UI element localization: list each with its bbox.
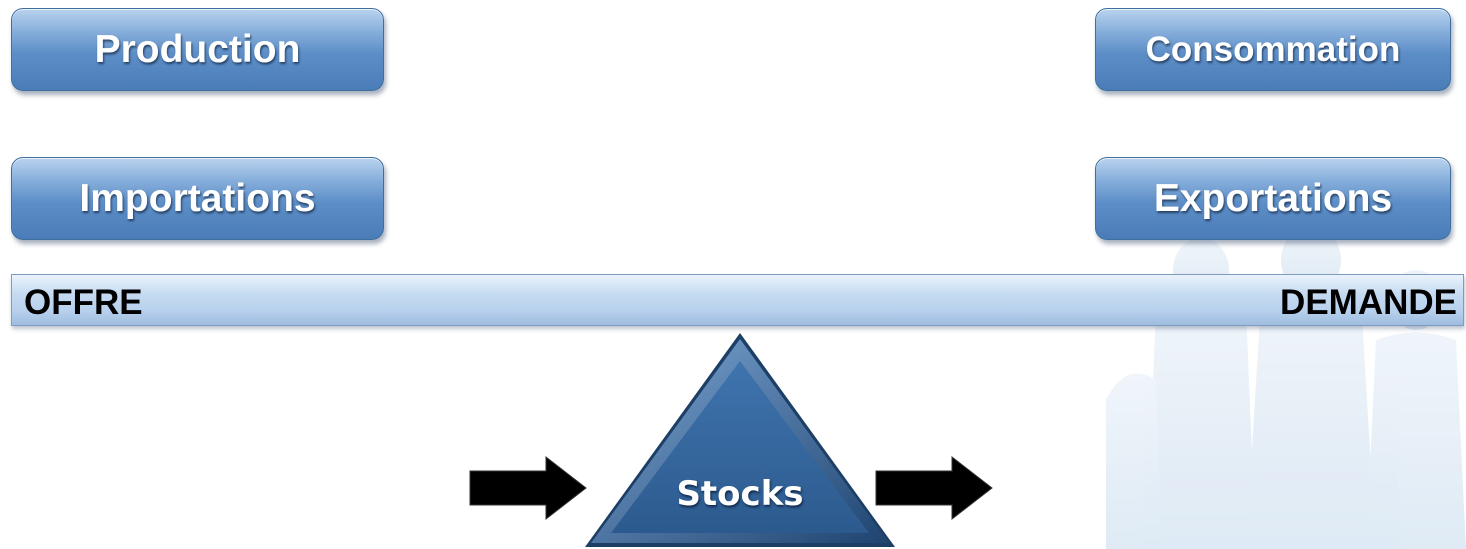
production-box: Production	[11, 8, 384, 91]
demande-label: DEMANDE	[1280, 283, 1457, 322]
inflow-arrow-icon	[469, 455, 587, 521]
offre-label: OFFRE	[24, 283, 143, 322]
stocks-label: Stocks	[676, 474, 804, 514]
exportations-label: Exportations	[1153, 176, 1393, 220]
production-label: Production	[94, 27, 301, 71]
consommation-label: Consommation	[1145, 29, 1401, 69]
importations-label: Importations	[79, 176, 316, 220]
importations-box: Importations	[11, 157, 384, 240]
people-silhouette-watermark	[1106, 240, 1466, 549]
balance-beam: OFFRE DEMANDE	[11, 274, 1464, 326]
outflow-arrow-icon	[875, 455, 993, 521]
exportations-box: Exportations	[1095, 157, 1451, 240]
stocks-fulcrum-triangle	[585, 333, 895, 547]
consommation-box: Consommation	[1095, 8, 1451, 91]
